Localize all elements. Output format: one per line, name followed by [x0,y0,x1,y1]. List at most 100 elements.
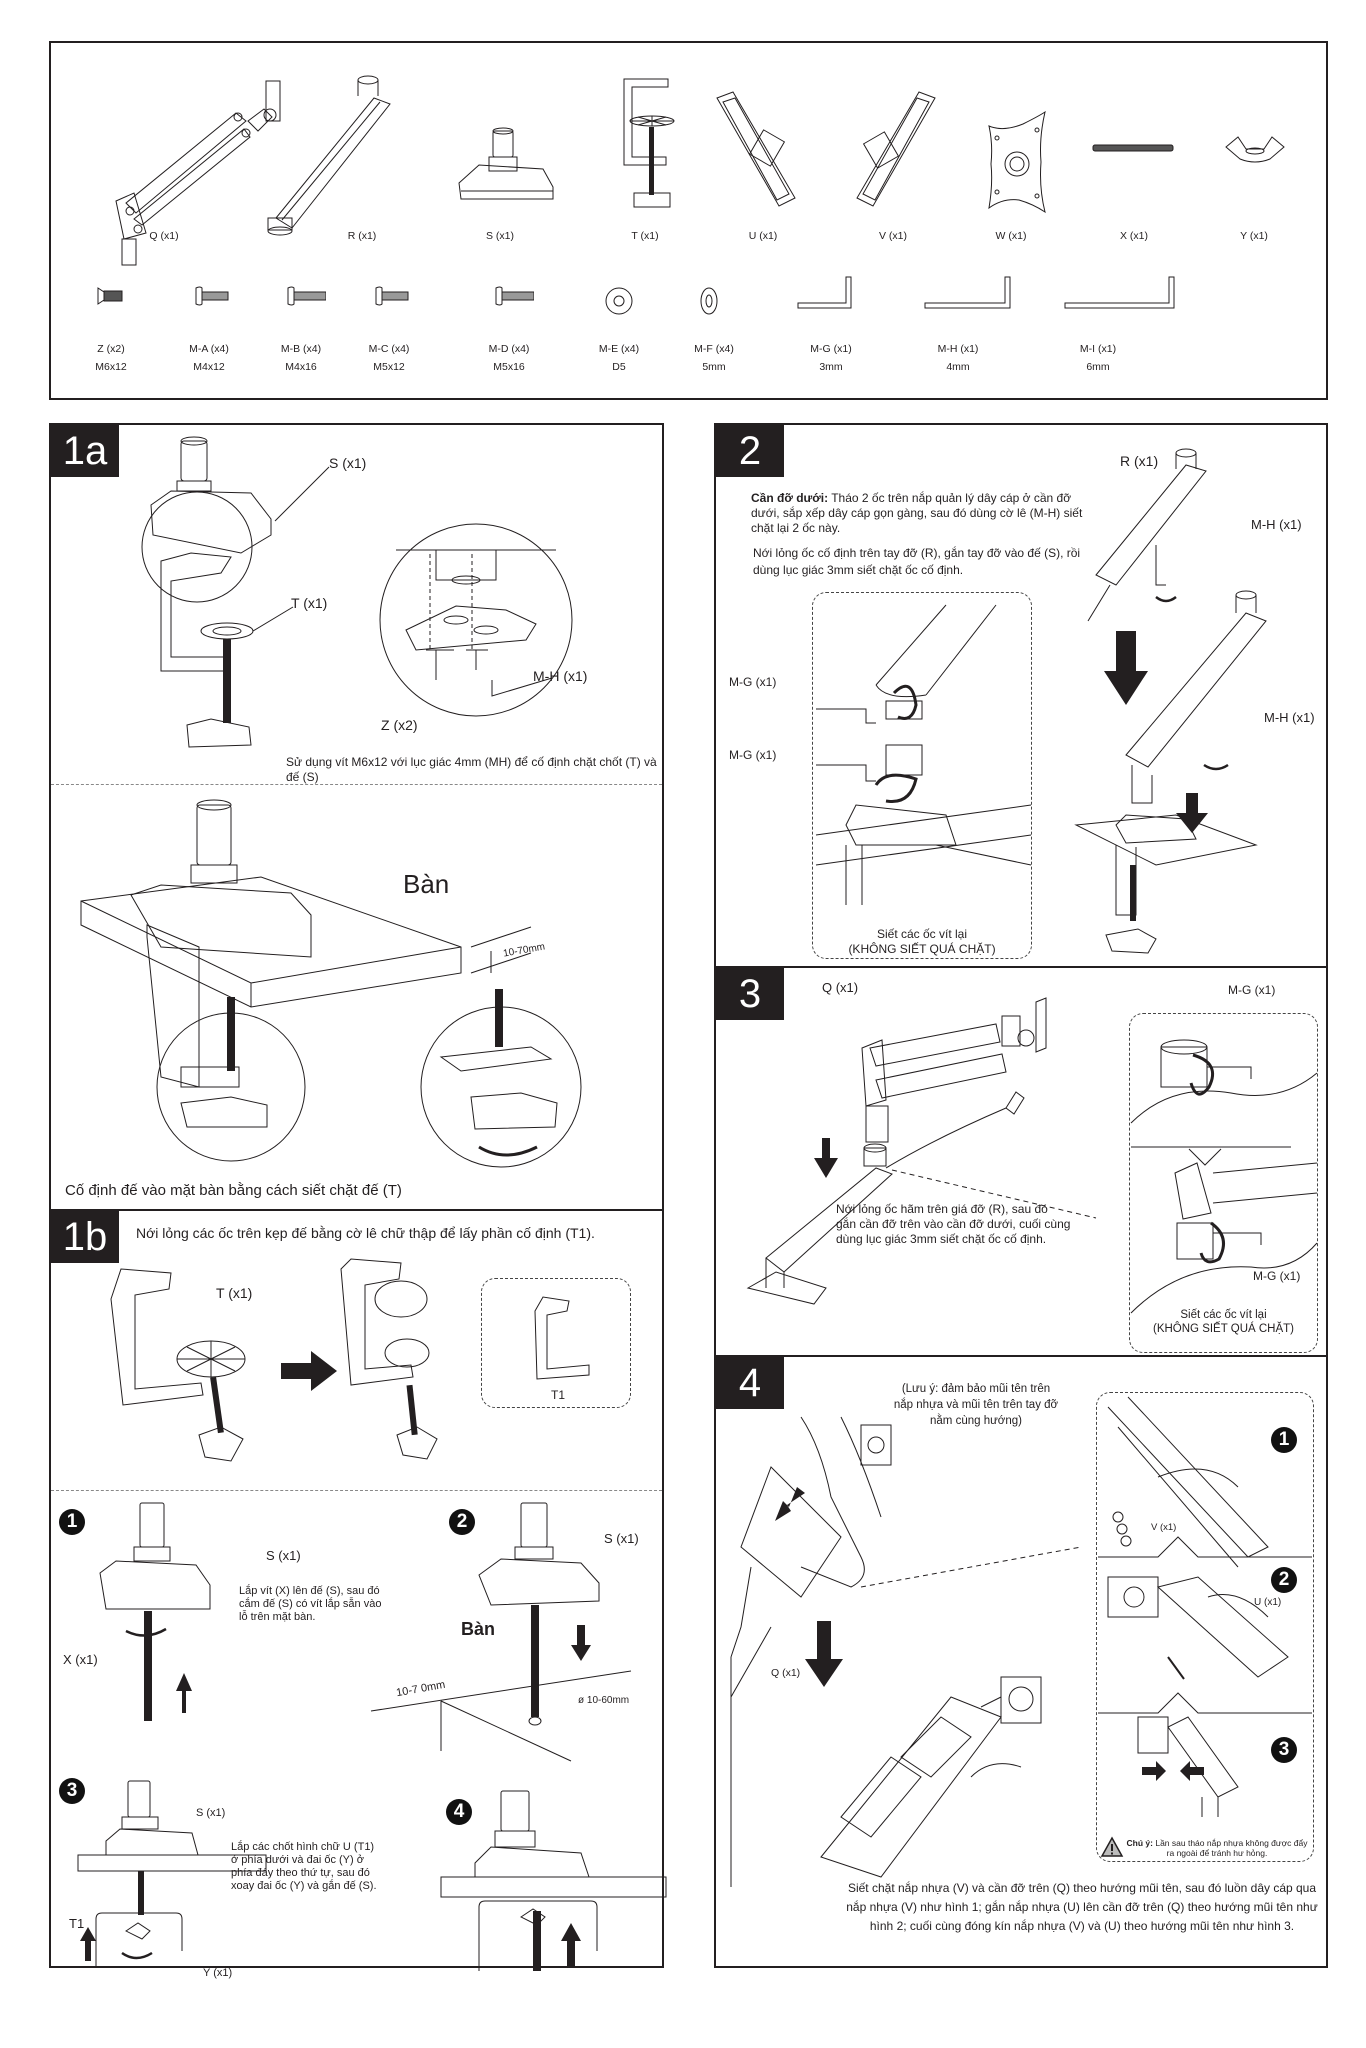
caption-line-1: Siết các ốc vít lại [1180,1309,1267,1321]
upper-arm-attach-illustration [736,988,1136,1288]
dimension-hole: ø 10-60mm [578,1695,630,1706]
hardware-spec: M5x12 [373,361,405,373]
callout-desk: Bàn [461,1619,496,1639]
callout-mg-bottom: M-G (x1) [1253,1269,1301,1283]
base-into-desk-illustration [371,1501,661,1761]
part-label-v: V (x1) [878,230,908,242]
hex-key-icon [923,273,1015,318]
caption-line-2: (KHÔNG SIẾT QUÁ CHẶT) [848,942,996,956]
u-bracket-install-illustration [66,1781,266,1971]
hardware-spec: 6mm [1086,361,1110,373]
step-badge: 1b [51,1211,119,1263]
warning-icon [1101,1837,1123,1857]
desk-mount-illustration [81,797,621,1177]
substep-number: 4 [446,1799,472,1825]
divider [51,1490,662,1491]
wing-nut-icon [1224,135,1286,165]
substep-1-text: Lắp vít (X) lên đế (S), sau đó cắm đế (S… [239,1585,382,1623]
set-screw-detail-illustration [816,605,1031,905]
part-label-w: W (x1) [995,230,1027,242]
clamp-icon [616,73,686,213]
callout-s: S (x1) [266,1548,301,1563]
callout-mh-bottom: M-H (x1) [1264,710,1315,725]
step-1a-section: 1a S (x1) T (x1) [51,425,662,1209]
hardware-spec: M4x16 [285,361,317,373]
substep-number: 1 [59,1509,85,1535]
part-label-x: X (x1) [1119,230,1149,242]
callout-desk: Bàn [403,869,450,899]
step-1-panel: 1a S (x1) T (x1) [49,423,664,1979]
screw-icon [194,286,234,311]
cable-cover-u-icon [711,88,801,218]
t1-detail-box [481,1278,631,1408]
part-label-r: R (x1) [347,230,377,242]
part-label-s: S (x1) [485,230,515,242]
mounted-base-illustration [441,1791,666,1971]
screw-icon [494,286,535,311]
step-2-section: 2 Cần đỡ dưới: Tháo 2 ốc trên nắp quản l… [716,425,1326,966]
panel-number: 2 [1271,1567,1297,1593]
hardware-spec: 5mm [702,361,726,373]
callout-mh-top: M-H (x1) [1251,517,1302,532]
callout-mg-bottom: M-G (x1) [729,748,777,762]
lower-arm-attach-illustration [1076,435,1326,955]
parts-list-panel: Q (x1) R (x1) S (x1) T (x1 [49,41,1328,400]
hardware-spec: 3mm [819,361,843,373]
warning-bold: Chú ý: [1126,1838,1153,1848]
panel-number: 1 [1271,1427,1297,1453]
panel-number: 3 [1271,1737,1297,1763]
step-3-detail-box [1129,1013,1318,1353]
hardware-label: M-C (x4) [368,343,410,355]
callout-u: U (x1) [1254,1597,1282,1608]
cable-cover-install-illustration [731,1397,1131,1887]
t1-bracket-icon [529,1291,599,1381]
step-2-text-2: Nới lỏng ốc cố định trên tay đỡ (R), gắn… [753,546,1081,577]
hardware-spec: 4mm [946,361,970,373]
detail-zoom-circle [376,520,576,720]
hardware-spec: M4x12 [193,361,225,373]
callout-z: Z (x2) [381,717,418,733]
callout-q: Q (x1) [771,1667,801,1679]
step-1b-section: 1b Nới lỏng các ốc trên kẹp đế bằng cờ l… [51,1209,662,1979]
hardware-label: M-H (x1) [937,343,979,355]
screw-icon [286,286,327,311]
hardware-label: M-B (x4) [280,343,322,355]
hardware-spec: M5x16 [493,361,525,373]
substep-number: 2 [449,1509,475,1535]
callout-mg-top: M-G (x1) [729,675,777,689]
part-label-u: U (x1) [748,230,778,242]
callout-mg-top: M-G (x1) [1228,983,1276,997]
hex-key-icon [796,273,856,318]
hardware-label: M-E (x4) [598,343,640,355]
lower-arm-icon [256,68,416,238]
step-4-section: 4 (Lưu ý: đảm bảo mũi tên trên nắp nhựa … [716,1355,1326,1970]
callout-v: V (x1) [1151,1522,1177,1533]
step-3-text: Nới lỏng ốc hãm trên giá đỡ (R), sau đó … [836,1202,1071,1246]
hardware-spec: M6x12 [95,361,127,373]
callout-s: S (x1) [604,1531,639,1546]
part-label-y: Y (x1) [1240,230,1268,242]
step-4-detail-box [1096,1392,1314,1862]
callout-mh: M-H (x1) [533,668,588,684]
instruction-1a-bottom: Cố định đế vào mặt bàn bằng cách siết ch… [65,1182,402,1199]
callout-t1: T1 [551,1388,566,1402]
divider [51,784,662,785]
clamp-disassembly-illustration [111,1259,651,1469]
detail-caption: Siết các ốc vít lại (KHÔNG SIẾT QUÁ CHẶT… [1129,1308,1318,1336]
step-2-detail-box [812,592,1032,959]
caption-line-1: Siết các ốc vít lại [876,927,968,941]
spacer-icon [699,286,719,321]
leader-line [271,465,331,525]
step-4-note: (Lưu ý: đảm bảo mũi tên trên nắp nhựa và… [893,1383,1059,1427]
cable-cover-v-icon [851,88,941,218]
countersunk-screw-icon [96,286,126,311]
base-with-rod-illustration [86,1501,226,1721]
hardware-label: M-G (x1) [810,343,852,355]
substep-number: 3 [59,1778,85,1804]
part-label-t: T (x1) [631,230,659,242]
caption-line-2: (KHÔNG SIẾT QUÁ CHẶT) [1153,1323,1294,1335]
callout-t1: T1 [69,1916,85,1931]
step-badge: 2 [716,425,784,477]
hardware-label: M-I (x1) [1079,343,1117,355]
upper-arm-icon [86,73,286,253]
